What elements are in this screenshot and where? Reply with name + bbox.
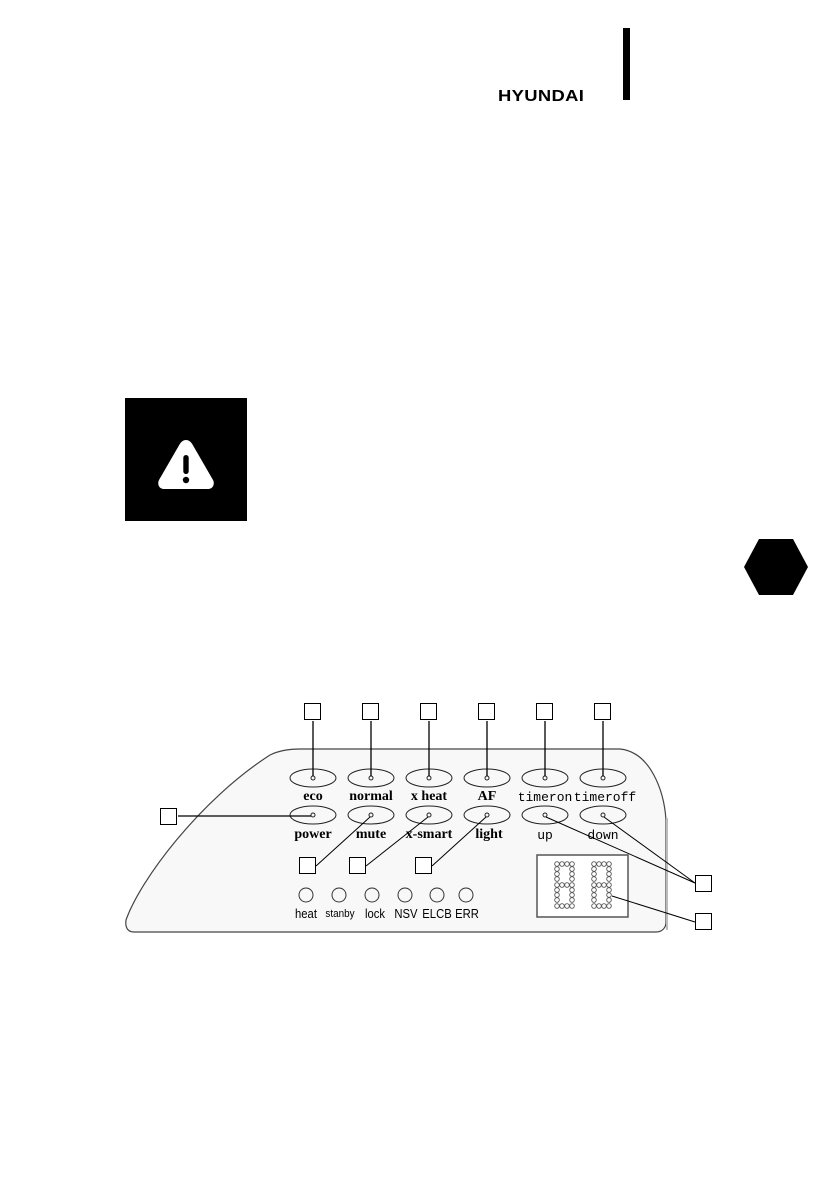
button-label-af: AF: [477, 789, 497, 804]
callout-box-af: [478, 703, 495, 720]
callout-leaders-top: [312, 721, 604, 776]
indicator-label-err: ERR: [455, 907, 479, 921]
callout-box-timeroff: [594, 703, 611, 720]
indicator-label-heat: heat: [295, 907, 317, 921]
display-dots: [554, 861, 612, 909]
callout-box-x-heat: [420, 703, 437, 720]
bottom-row-ellipses: [289, 805, 627, 825]
callout-box-light: [415, 857, 432, 874]
button-label-timeron: timeron: [517, 790, 573, 805]
digit-display: [536, 854, 629, 918]
button-label-power: power: [294, 827, 332, 842]
indicator-leds: [298, 887, 474, 903]
hexagon-icon: [744, 539, 808, 595]
indicator-label-nsv: NSV: [394, 907, 418, 921]
button-label-x-smart: x-smart: [405, 827, 453, 842]
chapter-bar: [623, 28, 630, 100]
callout-box-x-smart: [349, 857, 366, 874]
button-label-x-heat: x heat: [410, 789, 448, 804]
callout-box-eco: [304, 703, 321, 720]
button-label-down: down: [587, 828, 619, 843]
callout-box-up-down: [695, 875, 712, 892]
button-label-normal: normal: [349, 789, 393, 804]
callout-box-normal: [362, 703, 379, 720]
callout-box-timeron: [536, 703, 553, 720]
indicator-label-elcb: ELCB: [422, 907, 452, 921]
callout-box-display: [695, 913, 712, 930]
button-label-light: light: [475, 827, 503, 842]
button-label-mute: mute: [355, 827, 387, 842]
button-label-up: up: [537, 828, 553, 843]
callout-box-power: [160, 808, 177, 825]
warning-icon: [125, 398, 247, 521]
button-label-timeroff: timeroff: [573, 790, 637, 805]
button-label-eco: eco: [303, 789, 323, 804]
callout-box-mute: [299, 857, 316, 874]
callout-leaders-other: [178, 815, 696, 923]
indicator-label-lock: lock: [364, 907, 386, 921]
brand-logo: HYUNDAI: [498, 88, 585, 105]
indicator-label-stanby: stanby: [325, 908, 355, 920]
